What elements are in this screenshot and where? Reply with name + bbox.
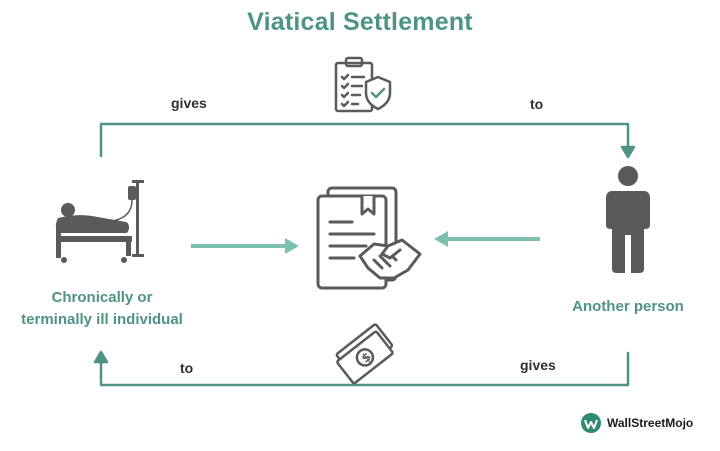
seller-label: Chronically or terminally ill individual: [4, 287, 200, 331]
right-middle-arrow-shaft: [446, 237, 540, 241]
diagram-title: Viatical Settlement: [247, 8, 473, 36]
top-connector-arrowhead: [620, 145, 636, 159]
seller-label-line2: terminally ill individual: [21, 311, 183, 328]
right-middle-arrowhead: [434, 231, 448, 247]
buyer-label: Another person: [572, 298, 684, 315]
bottom-connector-arrowhead: [93, 350, 109, 364]
contract-handshake-icon: [316, 186, 422, 290]
insurance-policy-icon: [334, 56, 392, 113]
left-middle-arrowhead: [285, 238, 299, 254]
top-connector-line: [99, 122, 630, 158]
brand-logo: WallStreetMojo: [580, 410, 715, 436]
person-icon: [606, 166, 650, 273]
top-right-to-label: to: [530, 96, 544, 112]
seller-label-line1: Chronically or: [51, 289, 153, 306]
bottom-right-gives-label: gives: [520, 357, 556, 373]
left-middle-arrow-shaft: [191, 244, 287, 248]
money-icon: $: [335, 323, 394, 385]
brand-text: WallStreetMojo: [607, 416, 694, 430]
top-left-gives-label: gives: [171, 95, 207, 111]
bottom-connector-line: [99, 351, 630, 387]
bottom-left-to-label: to: [180, 360, 194, 376]
patient-in-bed-icon: [55, 180, 144, 263]
brand-mark-icon: [581, 413, 601, 433]
